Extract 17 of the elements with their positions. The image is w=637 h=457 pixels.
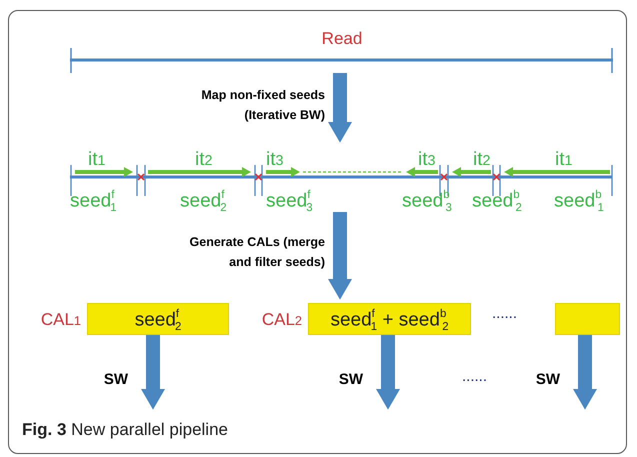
- edge-label: SW: [338, 370, 363, 390]
- edge-label: SW: [534, 370, 560, 390]
- figure-caption: Fig. 3 New parallel pipeline: [22, 421, 228, 438]
- edge-label: SW: [102, 370, 128, 390]
- edge-label: Map non-fixed seeds (Iterative BW): [200, 87, 325, 124]
- flow-arrow: [328, 73, 352, 143]
- node-title: Read: [320, 30, 364, 47]
- flow-arrow: [573, 335, 597, 410]
- ellipsis-dots: ......: [492, 306, 518, 321]
- cal-box: [308, 303, 471, 335]
- edge-label: Generate CALs (merge and filter seeds): [188, 234, 325, 271]
- flow-arrow: [328, 212, 352, 300]
- cal-box: [87, 303, 229, 335]
- flow-arrow: [141, 335, 165, 410]
- flow-arrow: [376, 335, 400, 410]
- cal-box: [555, 303, 620, 335]
- ellipsis-dots: ......: [462, 369, 488, 384]
